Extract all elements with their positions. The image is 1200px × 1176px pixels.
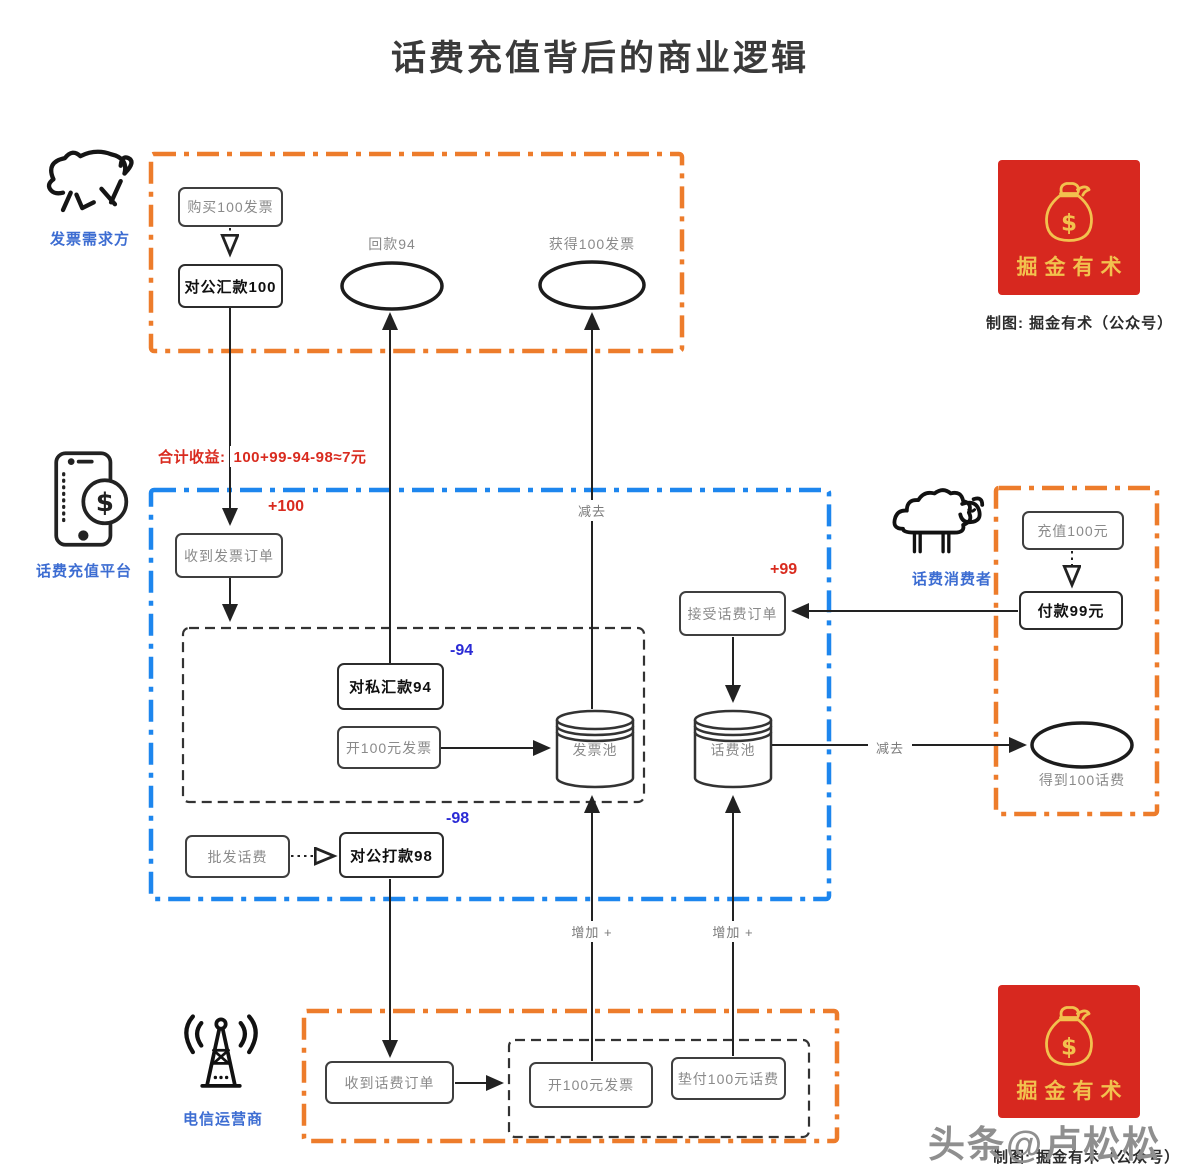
- money-bag-icon: $: [1045, 181, 1093, 242]
- node-recv-credit-order: 收到话费订单: [325, 1061, 454, 1104]
- label-invoice-pool: 发票池: [572, 742, 618, 758]
- group-pools: [181, 626, 646, 804]
- frame-consumer: [993, 485, 1160, 817]
- cylinder-invoice-pool: [555, 709, 635, 789]
- annotation-plus100: +100: [268, 498, 305, 515]
- svg-text:$: $: [1061, 210, 1077, 236]
- node-recv-invoice-order: 收到发票订单: [175, 533, 283, 578]
- edge-label-subtract-right: 减去: [868, 737, 912, 758]
- money-bag-icon: $: [1045, 1005, 1093, 1066]
- node-advance-100-credit: 垫付100元话费: [671, 1057, 786, 1100]
- page-title: 话费充值背后的商业逻辑: [390, 39, 809, 78]
- edge-label-subtract-top: 减去: [570, 500, 614, 521]
- brand-logo-top: $ 掘金有术: [998, 160, 1140, 295]
- node-corporate-remit-100: 对公汇款100: [178, 264, 283, 308]
- pig-icon: [46, 149, 134, 213]
- label-refund-94: 回款94: [368, 236, 416, 252]
- node-accept-credit-order: 接受话费订单: [679, 591, 786, 636]
- brand-caption-bottom: 制图: 掘金有术（公众号）: [993, 1149, 1181, 1166]
- frame-platform: [148, 487, 832, 902]
- antenna-icon: [184, 1014, 258, 1088]
- brand-name: 掘金有术: [1016, 255, 1129, 279]
- node-pay-99: 付款99元: [1019, 591, 1123, 630]
- actor-consumer: 话费消费者: [911, 571, 992, 588]
- node-private-remit-94: 对私汇款94: [337, 663, 444, 710]
- actor-platform: 话费充值平台: [35, 563, 132, 580]
- node-corporate-pay-98: 对公打款98: [339, 832, 444, 878]
- brand-caption-top: 制图: 掘金有术（公众号）: [986, 315, 1174, 332]
- cylinder-credit-pool: [693, 709, 773, 789]
- frame-invoice-demander: [148, 151, 685, 354]
- node-issue-invoice-btm: 开100元发票: [529, 1062, 653, 1108]
- node-buy-invoice: 购买100发票: [178, 187, 283, 227]
- svg-text:$: $: [96, 488, 114, 518]
- annotation-minus94: -94: [450, 642, 474, 659]
- sheep-icon: [892, 488, 985, 554]
- phone-dollar-icon: $: [54, 451, 129, 547]
- edge-label-increase-left: 增加 +: [563, 921, 621, 942]
- total-profit: 合计收益: 100+99-94-98≈7元: [158, 446, 371, 467]
- actor-invoice-demander: 发票需求方: [49, 231, 130, 248]
- group-telecom-actions: [507, 1038, 811, 1139]
- annotation-plus99: +99: [770, 561, 798, 578]
- actor-telecom: 电信运营商: [182, 1111, 263, 1128]
- label-get-100-credit: 得到100话费: [1038, 772, 1126, 788]
- svg-text:$: $: [1061, 1034, 1077, 1060]
- node-wholesale-credit: 批发话费: [185, 835, 290, 878]
- edge-label-increase-right: 增加 +: [704, 921, 762, 942]
- ellipse-get-invoice: [538, 260, 646, 310]
- watermark: 头条@卢松松: [928, 1124, 1162, 1165]
- node-issue-invoice-mid: 开100元发票: [337, 726, 441, 769]
- ellipse-refund-94: [340, 261, 444, 311]
- node-recharge-100: 充值100元: [1022, 511, 1124, 550]
- total-profit-label: 合计收益:: [158, 449, 226, 466]
- brand-logo-bottom: $ 掘金有术: [998, 985, 1140, 1118]
- label-get-100-invoice: 获得100发票: [548, 236, 636, 252]
- label-credit-pool: 话费池: [710, 742, 756, 758]
- ellipse-get-credit: [1030, 721, 1134, 769]
- frame-telecom: [301, 1008, 840, 1144]
- brand-name: 掘金有术: [1016, 1079, 1129, 1103]
- total-profit-formula: 100+99-94-98≈7元: [229, 446, 371, 467]
- annotation-minus98: -98: [446, 810, 470, 827]
